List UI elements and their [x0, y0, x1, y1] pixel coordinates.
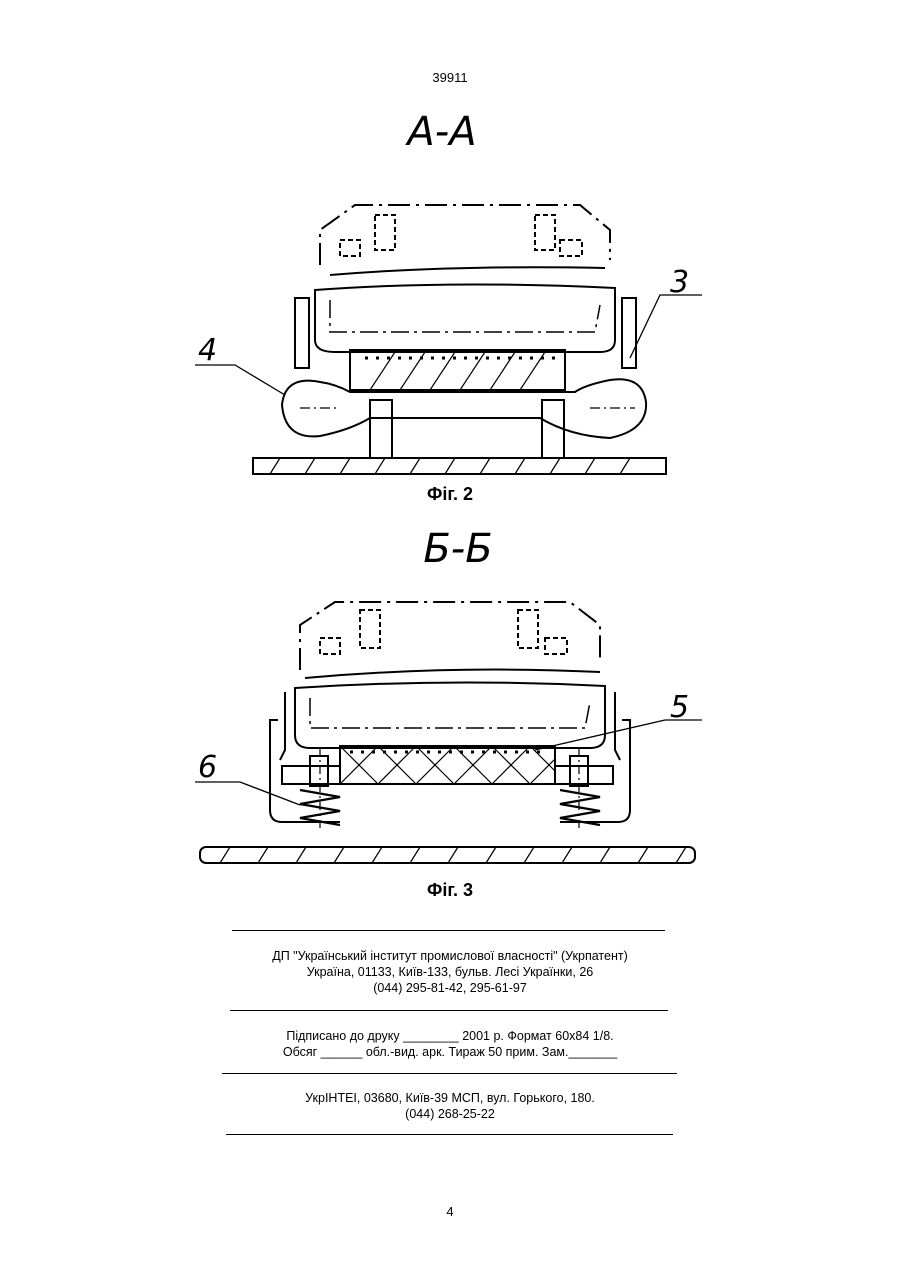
car-floor-frame-2 — [295, 682, 605, 748]
patent-number: 39911 — [0, 70, 900, 85]
section-label-a-a: А-А — [404, 109, 476, 155]
equipment-box-6 — [545, 638, 567, 654]
ground-rail-2 — [200, 847, 695, 863]
divider-3 — [222, 1073, 677, 1074]
car-body-outline — [320, 205, 610, 265]
figure-3-drawing: Б-Б — [190, 520, 720, 880]
bracket-left — [270, 720, 340, 822]
ground-hatching — [270, 458, 630, 474]
car-body-outline-2 — [300, 602, 600, 670]
printer-line-1: УкрІНТЕІ, 03680, Київ-39 МСП, вул. Горьк… — [0, 1090, 900, 1106]
print-info-line-1: Підписано до друку ________ 2001 р. Форм… — [0, 1028, 900, 1044]
ground-hatching-2 — [220, 847, 686, 863]
publisher-block: ДП "Український інститут промислової вла… — [0, 948, 900, 996]
rail-left — [280, 692, 285, 760]
divider-1 — [232, 930, 665, 931]
figure-2-caption: Фіг. 2 — [0, 484, 900, 505]
equipment-box-left — [340, 240, 360, 256]
printer-block: УкрІНТЕІ, 03680, Київ-39 МСП, вул. Горьк… — [0, 1090, 900, 1122]
print-info-line-2: Обсяг ______ обл.-вид. арк. Тираж 50 при… — [0, 1044, 900, 1060]
section-label-b-b: Б-Б — [423, 526, 492, 572]
ground-rail — [253, 458, 666, 474]
car-floor-frame — [315, 284, 615, 352]
publisher-line-1: ДП "Український інститут промислової вла… — [0, 948, 900, 964]
divider-4 — [226, 1134, 673, 1135]
print-info-block: Підписано до друку ________ 2001 р. Форм… — [0, 1028, 900, 1060]
page-number: 4 — [0, 1204, 900, 1219]
equipment-box-3 — [320, 638, 340, 654]
publisher-line-2: Україна, 01133, Київ-133, бульв. Лесі Ук… — [0, 964, 900, 980]
publisher-line-3: (044) 295-81-42, 295-61-97 — [0, 980, 900, 996]
car-body-line-2 — [305, 670, 600, 678]
air-cushion — [282, 379, 646, 438]
callout-3: 3 — [670, 265, 689, 300]
spring-block-right — [555, 766, 613, 784]
car-body-line — [330, 267, 605, 275]
leader-4 — [195, 365, 285, 395]
spring-right — [560, 748, 600, 832]
divider-2 — [230, 1010, 668, 1011]
equipment-box-right — [535, 215, 555, 250]
support-left — [370, 400, 392, 458]
spring-left — [300, 748, 340, 832]
equipment-box-right-2 — [560, 240, 582, 256]
equipment-box-4 — [360, 610, 380, 648]
figure-3-caption: Фіг. 3 — [0, 880, 900, 901]
side-rail-right — [622, 298, 636, 368]
leader-6 — [195, 782, 300, 805]
callout-6: 6 — [198, 750, 217, 785]
printer-line-2: (044) 268-25-22 — [0, 1106, 900, 1122]
hatching — [370, 352, 545, 390]
side-rail-left — [295, 298, 309, 368]
car-floor-inner-2 — [310, 698, 590, 728]
callout-4: 4 — [198, 333, 217, 368]
leader-3 — [630, 295, 702, 358]
callout-5: 5 — [670, 690, 689, 725]
rail-right — [615, 692, 620, 760]
equipment-box-5 — [518, 610, 538, 648]
equipment-box-left-2 — [375, 215, 395, 250]
figure-2-drawing: А-А 3 4 — [190, 100, 720, 485]
car-floor-inner — [330, 300, 600, 332]
